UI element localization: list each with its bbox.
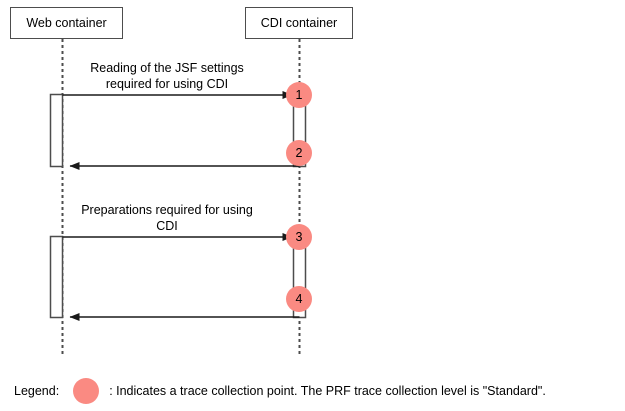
participant-label-web-container: Web container — [26, 15, 107, 30]
trace-point-circle-icon — [73, 378, 100, 404]
trace-point-marker-1: 1 — [286, 82, 312, 108]
activation-bar-web-2 — [49, 235, 64, 319]
trace-point-number-3: 3 — [295, 229, 303, 244]
trace-point-marker-3: 3 — [286, 224, 312, 250]
trace-point-number-1: 1 — [295, 87, 303, 102]
trace-point-marker-4: 4 — [286, 286, 312, 312]
activation-bar-web-1 — [49, 93, 64, 168]
participant-box-cdi-container: CDI container — [245, 7, 353, 39]
trace-point-marker-2: 2 — [286, 140, 312, 166]
trace-point-number-4: 4 — [295, 291, 303, 306]
participant-label-cdi-container: CDI container — [260, 15, 338, 30]
participant-box-web-container: Web container — [10, 7, 123, 39]
message-label-3: Preparations required for using CDI — [81, 203, 253, 233]
message-label-1: Reading of the JSF settings required for… — [90, 61, 244, 91]
trace-point-number-2: 2 — [295, 145, 303, 160]
legend-title: Legend: — [14, 384, 60, 398]
legend: Legend: : Indicates a trace collection p… — [14, 378, 614, 404]
legend-description: : Indicates a trace collection point. Th… — [109, 384, 546, 398]
